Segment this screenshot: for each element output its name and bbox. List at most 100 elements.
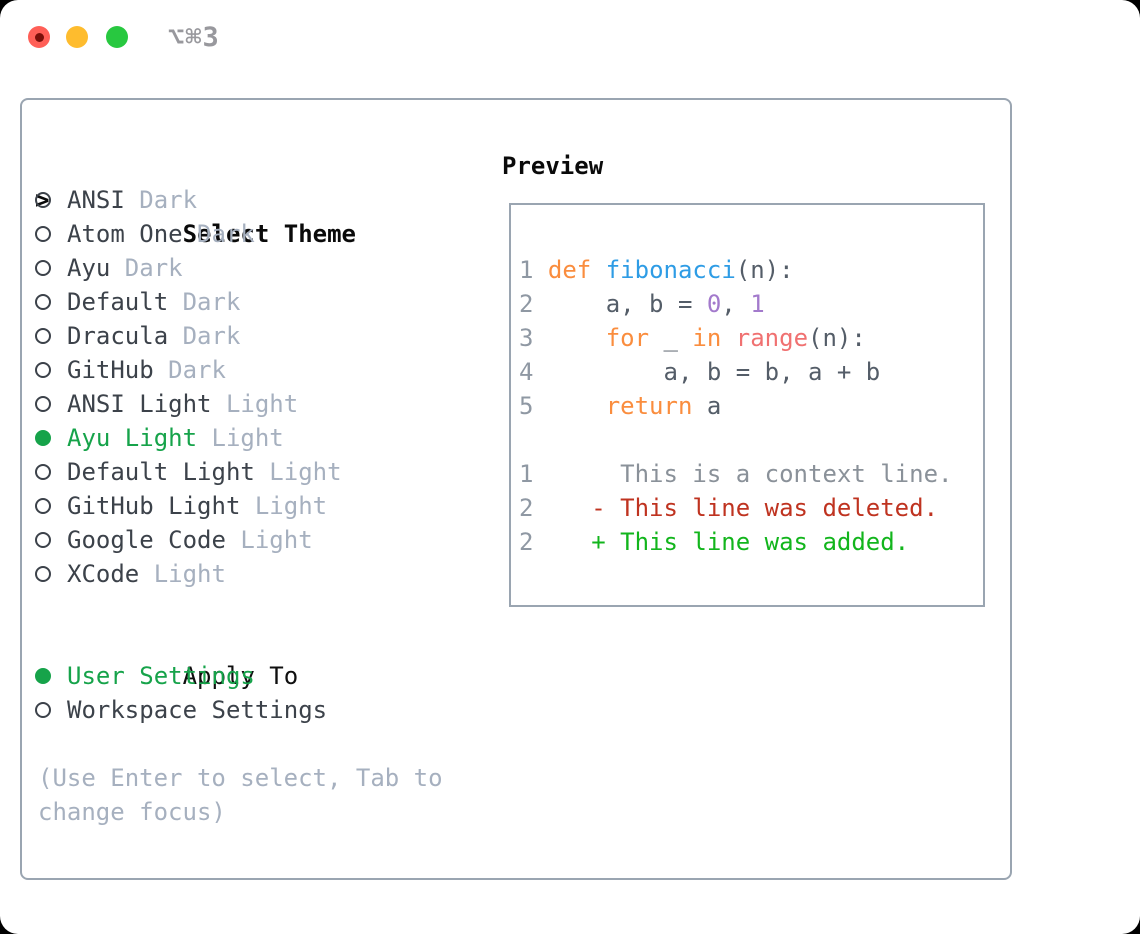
radio-icon (35, 226, 51, 242)
code-line: 2 + This line was added. (519, 525, 952, 559)
code-token (533, 324, 605, 352)
code-token: _ (649, 324, 693, 352)
traffic-light-maximize-icon[interactable] (106, 26, 128, 48)
radio-icon (35, 192, 51, 208)
hint-line-1: (Use Enter to select, Tab to (38, 764, 443, 792)
radio-icon (35, 362, 51, 378)
theme-item-xcode[interactable]: XCode Light (22, 557, 492, 591)
apply-to-header: Apply To (22, 625, 492, 690)
theme-item-variant: Dark (124, 186, 198, 214)
select-theme-title: Select Theme (182, 220, 356, 248)
line-number: 4 (519, 358, 534, 386)
code-line: 5 return a (519, 389, 952, 423)
traffic-light-minimize-icon[interactable] (66, 26, 88, 48)
code-token: in (692, 324, 722, 352)
theme-item-label: Dracula (67, 322, 169, 350)
code-token: This is a context line. (533, 460, 953, 488)
theme-item-label: GitHub (67, 356, 154, 384)
code-token: 0 (706, 290, 722, 318)
hint-line-2: change focus) (38, 798, 226, 826)
code-token (591, 256, 605, 284)
radio-selected-icon (35, 430, 51, 446)
code-line: 3 for _ in range(n): (519, 321, 952, 355)
theme-item-variant: Light (225, 526, 313, 554)
code-token: 1 (750, 290, 765, 318)
theme-item-label: ANSI (67, 186, 125, 214)
radio-icon (35, 498, 51, 514)
traffic-light-close-icon[interactable] (28, 26, 50, 48)
code-token: a, b = (533, 290, 707, 318)
theme-item-variant: Dark (153, 356, 226, 384)
theme-item-variant: Dark (168, 322, 241, 350)
apply-option-workspace-settings[interactable]: Workspace Settings (22, 693, 492, 727)
theme-item-label: Atom One (67, 220, 183, 248)
titlebar: ⌥⌘3 (0, 0, 1140, 72)
spacer (22, 591, 492, 625)
code-line: 4 a, b = b, a + b (519, 355, 952, 389)
radio-icon (35, 328, 51, 344)
code-token: , (721, 290, 751, 318)
theme-item-default-light[interactable]: Default Light Light (22, 455, 492, 489)
code-token: (n): (735, 256, 794, 284)
code-token (533, 256, 547, 284)
theme-item-variant: Light (240, 492, 328, 520)
spacer (22, 727, 492, 761)
code-line: 2 - This line was deleted. (519, 491, 952, 525)
select-theme-header: > Select Theme (22, 149, 492, 248)
theme-item-github[interactable]: GitHub Dark (22, 353, 492, 387)
apply-to-title: Apply To (182, 662, 299, 690)
code-line: 2 a, b = 0, 1 (519, 287, 952, 321)
theme-item-label: ANSI Light (67, 390, 212, 418)
theme-item-label: Default Light (67, 458, 255, 486)
code-token: a, b = b, a + b (533, 358, 881, 386)
radio-selected-icon (35, 668, 51, 684)
apply-option-label: User Settings (67, 662, 255, 690)
theme-item-label: Default (67, 288, 169, 316)
theme-item-atom-one[interactable]: Atom One Dark (22, 217, 492, 251)
theme-item-ansi[interactable]: ANSI Dark (22, 183, 492, 217)
theme-item-default[interactable]: Default Dark (22, 285, 492, 319)
theme-item-variant: Light (197, 424, 284, 452)
line-number: 5 (519, 392, 534, 420)
theme-item-ayu-light[interactable]: Ayu Light Light (22, 421, 492, 455)
theme-item-variant: Light (254, 458, 342, 486)
code-line: 1 def fibonacci(n): (519, 253, 952, 287)
preview-title: Preview (502, 152, 604, 180)
window-shortcut-label: ⌥⌘3 (168, 22, 220, 53)
code-token (533, 392, 605, 420)
theme-item-variant: Light (211, 390, 299, 418)
record-dot-icon (34, 32, 44, 42)
theme-item-ayu[interactable]: Ayu Dark (22, 251, 492, 285)
theme-item-dracula[interactable]: Dracula Dark (22, 319, 492, 353)
line-number: 3 (519, 324, 534, 352)
line-number: 1 (519, 256, 534, 284)
radio-icon (35, 532, 51, 548)
radio-icon (35, 294, 51, 310)
radio-icon (35, 566, 51, 582)
theme-item-label: XCode (67, 560, 140, 588)
code-line (519, 423, 952, 457)
apply-option-user-settings[interactable]: User Settings (22, 659, 492, 693)
theme-item-variant: Dark (168, 288, 241, 316)
code-token (721, 324, 735, 352)
theme-item-google-code[interactable]: Google Code Light (22, 523, 492, 557)
code-line: 1 This is a context line. (519, 457, 952, 491)
theme-item-ansi-light[interactable]: ANSI Light Light (22, 387, 492, 421)
radio-icon (35, 260, 51, 276)
line-number: 2 (519, 494, 534, 522)
radio-icon (35, 702, 51, 718)
line-number: 2 (519, 290, 534, 318)
code-token: a (692, 392, 722, 420)
theme-item-github-light[interactable]: GitHub Light Light (22, 489, 492, 523)
code-token: range (735, 324, 809, 352)
theme-item-variant: Light (139, 560, 226, 588)
theme-item-variant: Dark (182, 220, 255, 248)
code-token: (n): (808, 324, 866, 352)
code-token: - This line was deleted. (533, 494, 939, 522)
